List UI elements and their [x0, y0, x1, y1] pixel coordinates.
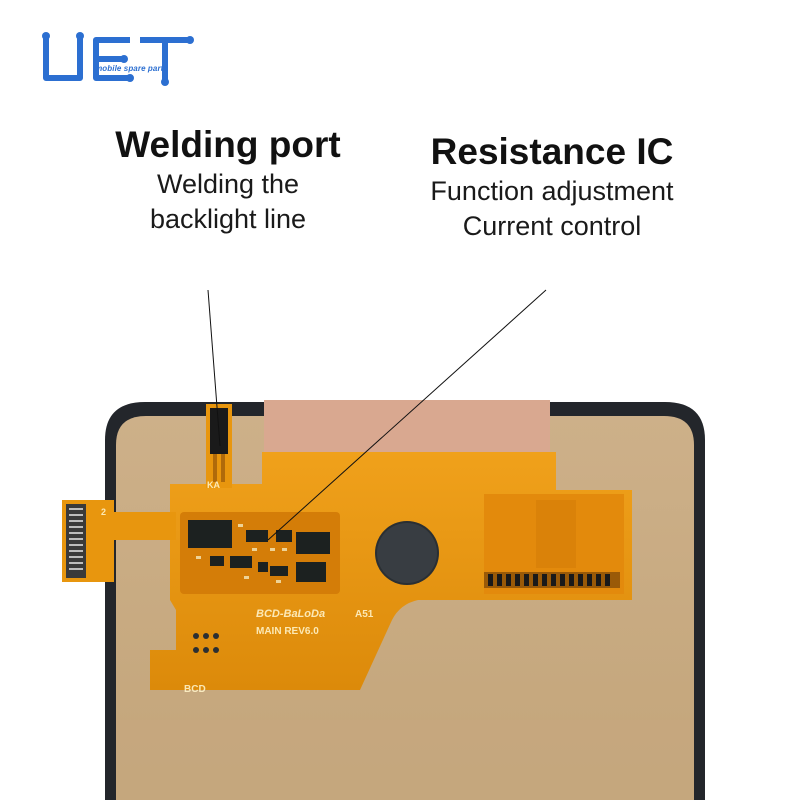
callout-description-line: backlight line — [149, 204, 307, 234]
fpc-revision-label: MAIN REV6.0 — [256, 626, 319, 637]
callout-title: Resistance IC — [430, 131, 674, 172]
fpc-bottom-mark: BCD — [184, 684, 206, 695]
leader-line-welding — [207, 289, 221, 447]
side-flex-connector — [62, 500, 176, 582]
fpc-connector-mark: KA — [207, 480, 220, 490]
fpc-model-label: A51 — [355, 609, 374, 620]
callout-description-line: Current control — [462, 211, 642, 241]
callout-title: Welding port — [115, 124, 341, 165]
fpc-brand-label: BCD-BaLoDa — [256, 608, 326, 620]
fpc-pin-mark: 2 — [101, 507, 107, 517]
uet-logo-mark — [42, 32, 194, 86]
panel-lower-band — [116, 720, 694, 800]
callout-description-line: Welding the — [156, 169, 300, 199]
callout-welding-port: Welding port Welding the backlight line — [88, 124, 368, 236]
leader-line-resistance — [267, 289, 547, 541]
resistance-ic-chip — [188, 520, 232, 548]
brand-logo — [40, 30, 200, 110]
logo-tagline: mobile spare parts — [95, 64, 168, 73]
copper-window — [264, 400, 550, 462]
callout-resistance-ic: Resistance IC Function adjustment Curren… — [392, 131, 712, 243]
callout-description-line: Function adjustment — [430, 176, 674, 206]
